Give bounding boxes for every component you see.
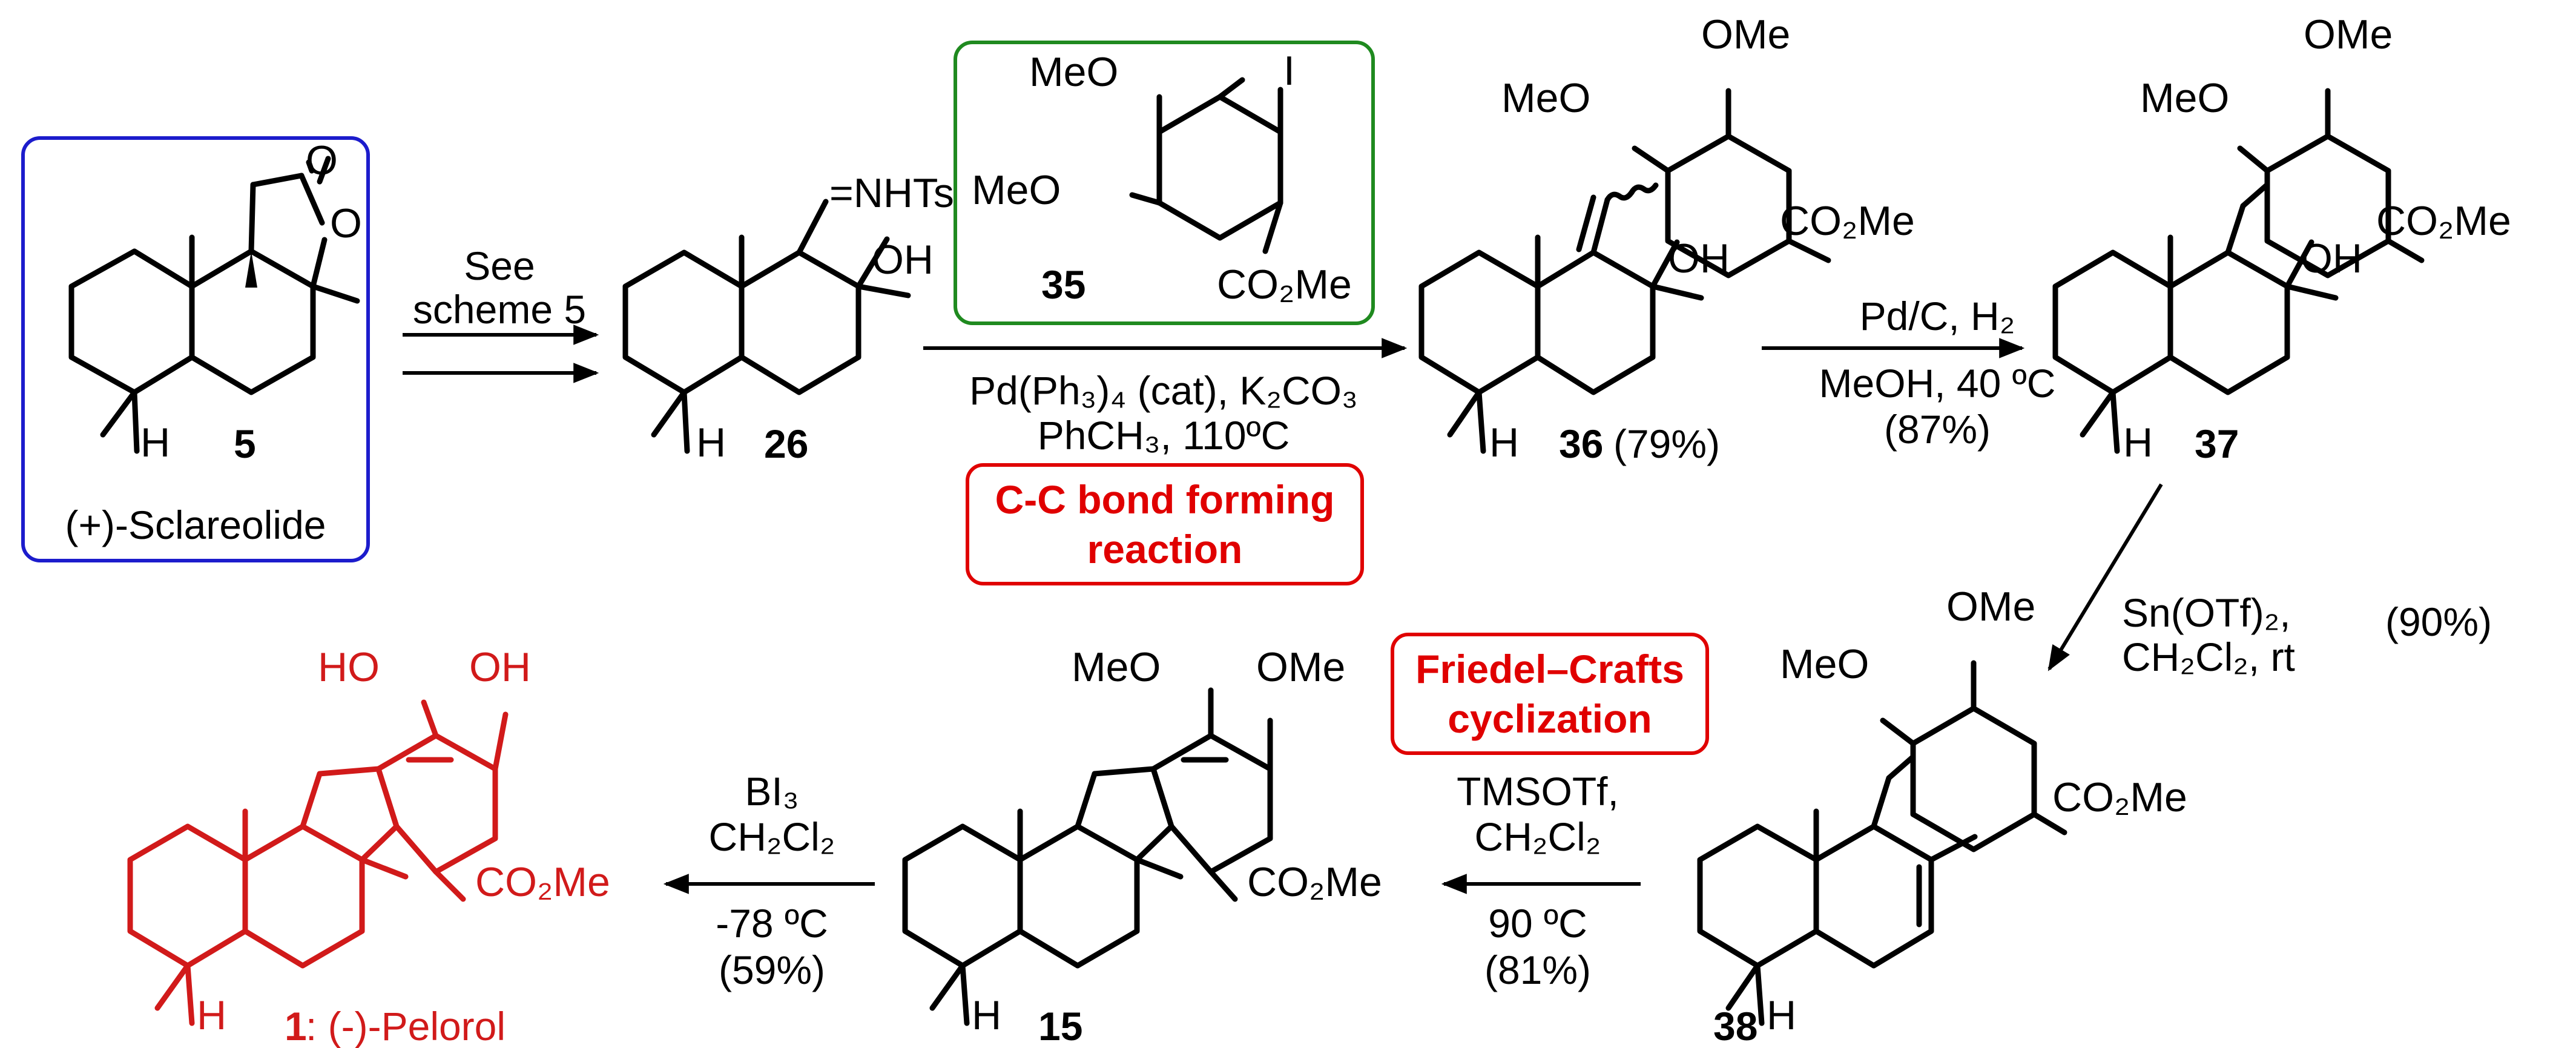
stereo-wedge bbox=[245, 251, 257, 288]
compound-26: =NHTs OH H 26 bbox=[622, 170, 954, 466]
carbonyl-oxygen-label: O bbox=[306, 137, 338, 183]
cc-highlight-line-1: C-C bond forming bbox=[995, 477, 1335, 522]
step-1: See scheme 5 bbox=[403, 243, 599, 383]
step-3-line-2: MeOH, 40 ºC bbox=[1819, 361, 2056, 406]
step-4-line-2: CH₂Cl₂, rt bbox=[2122, 634, 2295, 679]
step-2-line-1: Pd(Ph₃)₄ (cat), K₂CO₃ bbox=[969, 368, 1358, 413]
ester-label: CO₂Me bbox=[475, 859, 610, 905]
hydrogen-label: H bbox=[140, 420, 170, 466]
step-6-line-3: -78 ºC bbox=[716, 901, 828, 946]
step-3-line-3: (87%) bbox=[1884, 407, 1991, 452]
compound-37-skeleton bbox=[2052, 88, 2425, 454]
compound-37: OMe MeO CO₂Me OH H 37 bbox=[2052, 12, 2511, 466]
compound-38: OMe MeO CO₂Me H 38 bbox=[1697, 584, 2187, 1048]
step-5-line-4: (81%) bbox=[1484, 947, 1591, 992]
hydrogen-label: H bbox=[1767, 992, 1796, 1038]
hydroxyl-label-right: OH bbox=[469, 644, 531, 690]
step-4-arrow bbox=[2047, 483, 2163, 671]
ester-label: CO₂Me bbox=[2376, 198, 2511, 244]
step-6-line-4: (59%) bbox=[719, 947, 825, 992]
compound-number: 1 bbox=[285, 1004, 307, 1048]
step-6-line-2: CH₂Cl₂ bbox=[709, 814, 835, 859]
reagent-box bbox=[954, 41, 1375, 325]
step-5-line-3: 90 ºC bbox=[1488, 901, 1587, 946]
step-4-yield: (90%) bbox=[2385, 599, 2492, 644]
start-material-box bbox=[21, 136, 370, 562]
compound-number: 38 bbox=[1713, 1004, 1757, 1048]
compound-5-skeleton bbox=[68, 156, 360, 454]
step-5-line-2: CH₂Cl₂ bbox=[1475, 814, 1601, 859]
step-6: BI₃ CH₂Cl₂ -78 ºC (59%) bbox=[663, 769, 875, 992]
compound-name: (+)-Sclareolide bbox=[65, 503, 326, 547]
ester-label: CO₂Me bbox=[1780, 198, 1915, 244]
step-5: Friedel–Crafts cyclization TMSOTf, CH₂Cl… bbox=[1391, 633, 1709, 992]
compound-yield: (79%) bbox=[1613, 421, 1720, 466]
compound-number: 26 bbox=[764, 421, 808, 466]
methoxy-label-left: MeO bbox=[1780, 641, 1869, 687]
methoxy-label-right: OMe bbox=[1256, 644, 1345, 690]
compound-15: MeO OMe CO₂Me H 15 bbox=[902, 644, 1382, 1048]
hydrogen-label: H bbox=[197, 992, 226, 1038]
methoxy-label-left: MeO bbox=[2140, 75, 2229, 121]
hydrogen-label: H bbox=[2123, 420, 2153, 466]
cc-highlight-line-2: reaction bbox=[1087, 527, 1243, 572]
cc-highlight-box bbox=[966, 463, 1364, 585]
methoxy-label-bottom: MeO bbox=[972, 167, 1061, 213]
compound-36: OMe MeO CO₂Me OH H 36 (79%) bbox=[1418, 12, 1915, 466]
step-1-line-2: scheme 5 bbox=[413, 287, 586, 332]
compound-number: 35 bbox=[1041, 262, 1085, 307]
hydroxyl-label: OH bbox=[1668, 236, 1730, 282]
compound-number: 36 bbox=[1559, 421, 1603, 466]
compound-15-skeleton bbox=[902, 687, 1273, 1026]
compound-1-skeleton bbox=[127, 699, 509, 1026]
step-2-line-2: PhCH₃, 110ºC bbox=[1038, 413, 1290, 458]
compound-1: HO OH CO₂Me H 1 : (-)-Pelorol bbox=[127, 644, 610, 1048]
compound-26-skeleton bbox=[622, 199, 911, 454]
ester-label: CO₂Me bbox=[1217, 262, 1352, 308]
hydroxyl-label: OH bbox=[2301, 236, 2362, 282]
hydroxyl-label: OH bbox=[872, 237, 934, 283]
step-2: Pd(Ph₃)₄ (cat), K₂CO₃ PhCH₃, 110ºC C-C b… bbox=[923, 338, 1408, 585]
step-6-line-1: BI₃ bbox=[745, 769, 799, 814]
step-5-line-1: TMSOTf, bbox=[1457, 769, 1619, 814]
hydroxyl-label-left: HO bbox=[318, 644, 380, 690]
hydrogen-label: H bbox=[1489, 420, 1519, 466]
imine-label: =NHTs bbox=[829, 170, 954, 216]
step-1-line-1: See bbox=[464, 243, 535, 288]
compound-number: 37 bbox=[2195, 421, 2239, 466]
compound-36-skeleton bbox=[1418, 88, 1831, 454]
step-4-line-1: Sn(OTf)₂, bbox=[2122, 590, 2291, 635]
methoxy-label-top: MeO bbox=[1029, 49, 1118, 95]
fc-highlight-box bbox=[1391, 633, 1709, 755]
step-3: Pd/C, H₂ MeOH, 40 ºC (87%) bbox=[1762, 294, 2055, 452]
methoxy-label-left: MeO bbox=[1501, 75, 1590, 121]
compound-number: 5 bbox=[234, 421, 256, 466]
fc-highlight-line-2: cyclization bbox=[1448, 696, 1652, 741]
methoxy-label-top: OMe bbox=[1701, 12, 1790, 58]
compound-name: : (-)-Pelorol bbox=[306, 1004, 506, 1048]
methoxy-label-left: MeO bbox=[1072, 644, 1161, 690]
methoxy-label-top: OMe bbox=[2304, 12, 2393, 58]
step-4: Sn(OTf)₂, CH₂Cl₂, rt (90%) bbox=[2047, 483, 2492, 679]
hydrogen-label: H bbox=[696, 420, 726, 466]
iodine-label: I bbox=[1283, 48, 1295, 94]
ester-label: CO₂Me bbox=[2052, 774, 2187, 820]
reagent-35: I MeO MeO CO₂Me 35 bbox=[954, 41, 1375, 325]
compound-38-skeleton bbox=[1697, 660, 2067, 1026]
fc-highlight-line-1: Friedel–Crafts bbox=[1415, 647, 1684, 691]
ester-label: CO₂Me bbox=[1247, 859, 1382, 905]
ring-oxygen-label: O bbox=[330, 200, 362, 246]
step-3-line-1: Pd/C, H₂ bbox=[1860, 294, 2015, 338]
hydrogen-label: H bbox=[972, 992, 1001, 1038]
methoxy-label-top: OMe bbox=[1946, 584, 2035, 630]
reagent-35-ring bbox=[1129, 77, 1283, 254]
compound-5: O O H 5 (+)-Sclareolide bbox=[21, 136, 370, 562]
compound-number: 15 bbox=[1038, 1004, 1082, 1048]
